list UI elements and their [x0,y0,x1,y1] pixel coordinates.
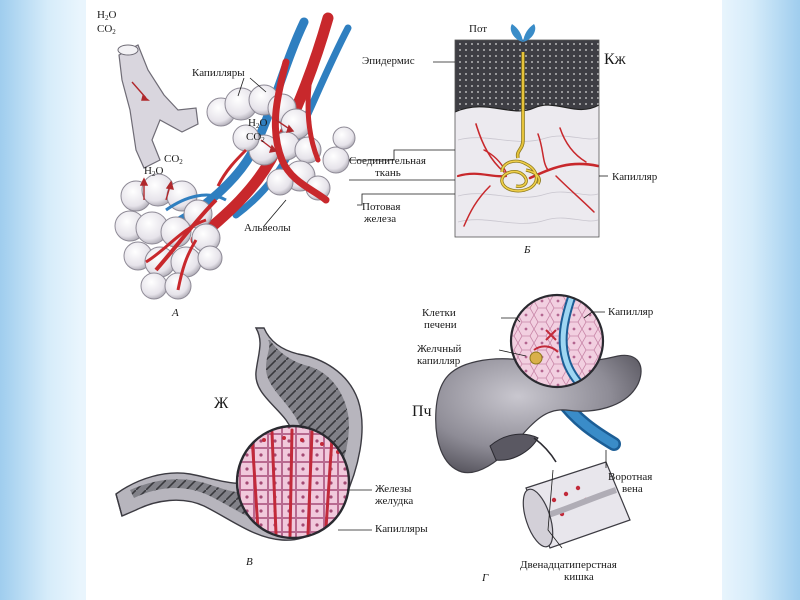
panel-v-gland-magnifier [235,424,351,540]
leader-lines [237,61,608,549]
label-duodenum-1: Двенадцатиперстная [520,559,617,571]
label-h2o-top: H2O [97,9,117,23]
label-code-pch: Пч [412,403,432,420]
label-alveoli: Альвеолы [244,222,291,234]
label-bile-capillary-2: капилляр [417,355,461,367]
panel-letter-b: Б [524,244,531,256]
label-liver-cells-2: печени [424,319,457,331]
panel-letter-a: А [172,307,179,319]
panel-a-alveoli-drawing [114,12,356,300]
panel-g-liver-drawing [435,354,642,549]
label-code-zh: Ж [214,395,229,412]
sweat-droplet-icon [510,24,536,42]
label-connective-2: ткань [375,167,401,179]
label-co2-top: CO2 [97,23,116,37]
label-capillary-b: Капилляр [612,171,658,183]
panel-letter-v: В [246,556,253,568]
label-capillary-g: Капилляр [608,306,654,318]
label-co2-low: CO2 [164,153,183,167]
label-bile-capillary-1: Желчный [417,343,462,355]
label-capillaries-v: Капилляры [375,523,428,535]
panel-b-skin-drawing [455,40,599,237]
slide: H2O CO2 Капилляры H2O CO2 CO2 H2O Альвео… [86,0,722,600]
label-liver-cells-1: Клетки [422,307,456,319]
label-sweat-gland-1: Потовая [362,201,401,213]
label-stomach-glands-1: Железы [375,483,412,495]
panel-letter-g: Г [482,572,489,584]
label-epidermis: Эпидермис [362,55,415,67]
illustration-canvas [114,12,642,549]
label-duodenum-2: кишка [564,571,594,583]
label-portal-vein-2: вена [622,483,643,495]
label-stomach-glands-2: желудка [375,495,414,507]
label-capillaries-a: Капилляры [192,67,245,79]
label-h2o-low: H2O [144,165,164,179]
label-sweat-gland-2: железа [364,213,397,225]
label-sweat: Пот [469,23,488,35]
label-code-kzh: Кж [604,51,626,68]
label-portal-vein-1: Воротная [608,471,653,483]
label-h2o-mid: H2O [248,117,268,131]
label-connective-1: Соединительная [349,155,426,167]
label-co2-mid: CO2 [246,131,265,145]
panel-g-liver-magnifier [509,293,605,389]
